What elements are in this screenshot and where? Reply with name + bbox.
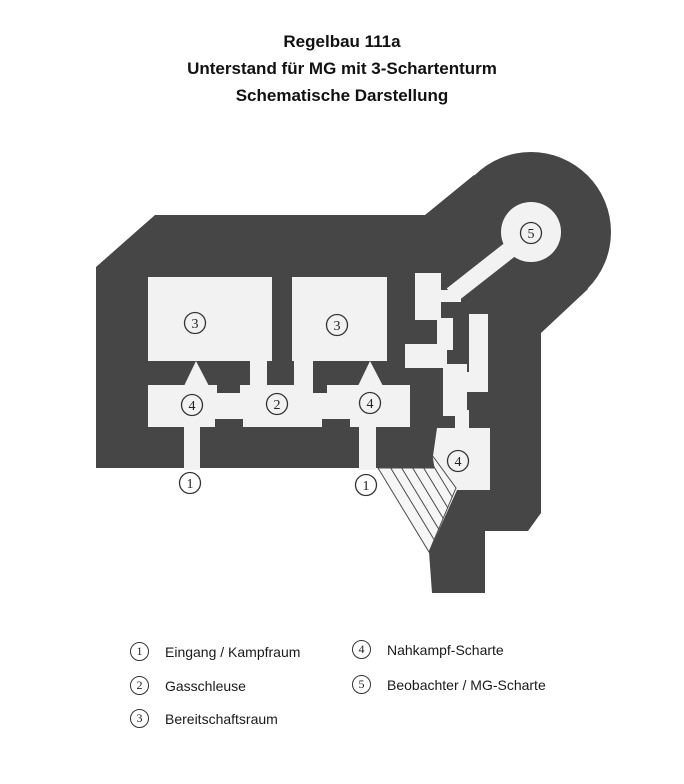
title-line-3: Schematische Darstellung <box>235 86 449 105</box>
diagram-title: Regelbau 111a Unterstand für MG mit 3-Sc… <box>0 28 684 109</box>
doorway-right <box>294 361 313 387</box>
corridor-doorway-down <box>455 410 469 432</box>
legend-label-2: Gasschleuse <box>165 677 246 694</box>
marker-4-bottom-right: 4 <box>446 449 470 473</box>
legend-label-5: Beobachter / MG-Scharte <box>387 676 546 693</box>
room-bereitschaftsraum-left <box>148 277 272 361</box>
door-jamb-4 <box>322 419 350 427</box>
svg-text:2: 2 <box>274 398 281 413</box>
legend-circle-5: 5 <box>352 675 371 694</box>
marker-4-left: 4 <box>180 393 204 417</box>
corridor-stub-b <box>437 318 453 350</box>
plan-markers: 3 3 4 2 4 1 1 <box>178 221 543 497</box>
corridor-stub-a <box>415 273 441 320</box>
legend-item-nahkampf-scharte: 4 Nahkampf-Scharte <box>352 640 504 659</box>
entrance-passage-left <box>184 427 200 470</box>
legend: 1 Eingang / Kampfraum 2 Gasschleuse 3 Be… <box>0 636 684 756</box>
legend-item-bereitschaftsraum: 3 Bereitschaftsraum <box>130 709 278 728</box>
corridor-junction <box>405 344 447 368</box>
legend-label-3: Bereitschaftsraum <box>165 710 278 727</box>
legend-label-1: Eingang / Kampfraum <box>165 643 301 660</box>
room-turret <box>501 202 561 262</box>
marker-1-right-entrance: 1 <box>354 473 378 497</box>
legend-item-gasschleuse: 2 Gasschleuse <box>130 676 246 695</box>
legend-circle-3: 3 <box>130 709 149 728</box>
legend-circle-4: 4 <box>352 640 371 659</box>
legend-item-eingang: 1 Eingang / Kampfraum <box>130 642 300 661</box>
doorway-left <box>250 361 267 387</box>
title-line-2: Unterstand für MG mit 3-Schartenturm <box>187 59 497 78</box>
room-bereitschaftsraum-right <box>292 277 387 361</box>
legend-item-beobachter: 5 Beobachter / MG-Scharte <box>352 675 546 694</box>
embrasure-arrow-right <box>358 361 383 386</box>
marker-2-gasschleuse: 2 <box>265 392 289 416</box>
svg-text:1: 1 <box>363 479 370 494</box>
legend-circle-1: 1 <box>130 642 149 661</box>
title-line-1: Regelbau 111a <box>283 32 401 51</box>
svg-text:5: 5 <box>528 227 535 242</box>
entrance-passage-right <box>359 427 376 470</box>
marker-5-turret: 5 <box>519 221 543 245</box>
door-jamb-3 <box>215 419 243 427</box>
door-jamb-1 <box>217 385 240 393</box>
legend-label-4: Nahkampf-Scharte <box>387 641 504 658</box>
svg-text:4: 4 <box>367 397 374 412</box>
corridor-vertical-mid <box>443 364 467 416</box>
marker-3-left: 3 <box>183 311 207 335</box>
svg-text:1: 1 <box>187 477 194 492</box>
bunker-floorplan: 3 3 4 2 4 1 1 <box>96 152 611 593</box>
marker-1-left-entrance: 1 <box>178 471 202 495</box>
marker-3-right: 3 <box>325 313 349 337</box>
svg-text:3: 3 <box>192 317 199 332</box>
embrasure-arrow-left <box>184 361 209 386</box>
svg-text:4: 4 <box>455 455 462 470</box>
legend-circle-2: 2 <box>130 676 149 695</box>
room-nahkampf-bottom <box>433 428 490 490</box>
corridor-gasschleuse <box>148 385 410 427</box>
marker-4-middle: 4 <box>358 391 382 415</box>
svg-text:4: 4 <box>189 399 196 414</box>
corridor-vertical-top <box>469 314 488 372</box>
door-jamb-2 <box>313 385 327 393</box>
svg-text:3: 3 <box>334 319 341 334</box>
